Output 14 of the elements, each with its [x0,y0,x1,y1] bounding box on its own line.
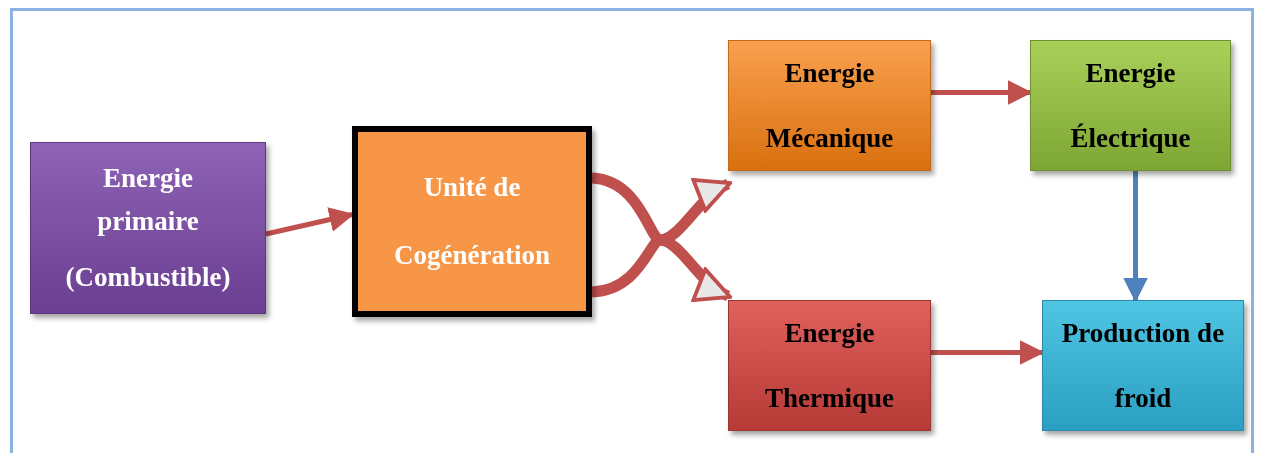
process-box [728,300,931,431]
box-label: Energie Mécanique [764,56,895,155]
arrow [591,234,732,301]
box-label: (Combustible) [65,260,231,294]
box-label: Unité de Cogénération [393,171,551,272]
box-label: Energie primaire [96,162,200,239]
box-label: Production de froid [1060,316,1226,415]
process-box [1030,40,1231,171]
process-box [352,126,592,317]
box-label: Energie Électrique [1069,56,1192,155]
process-box [30,142,266,314]
process-box [728,40,931,171]
process-box [1042,300,1244,431]
box-label: Energie Thermique [764,316,895,415]
